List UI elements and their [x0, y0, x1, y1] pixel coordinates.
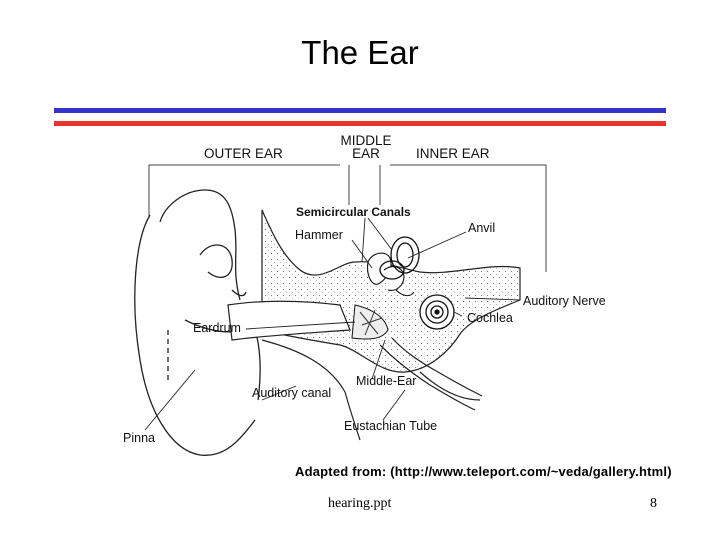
page-number: 8 — [650, 496, 657, 511]
footer-filename: hearing.ppt — [328, 496, 392, 511]
semicircular-canals-shape — [379, 236, 420, 280]
label-semicircular-canals: Semicircular Canals — [296, 205, 411, 219]
label-outer-ear: OUTER EAR — [204, 146, 283, 161]
auditory-canal-shape — [227, 300, 351, 341]
label-anvil: Anvil — [468, 221, 495, 235]
cochlea-shape — [419, 294, 455, 330]
title-rule-red — [54, 121, 666, 126]
label-inner-ear: INNER EAR — [416, 146, 490, 161]
label-cochlea: Cochlea — [467, 311, 513, 325]
label-auditory-canal: Auditory canal — [252, 386, 331, 400]
title-rule-blue — [54, 108, 666, 113]
source-caption: Adapted from: (http://www.teleport.com/~… — [295, 464, 672, 479]
slide-title: The Ear — [301, 34, 419, 71]
label-eardrum: Eardrum — [193, 321, 241, 335]
label-middle-ear: Middle-Ear — [356, 374, 416, 388]
label-eustachian-tube: Eustachian Tube — [344, 419, 437, 433]
section-brackets — [148, 164, 547, 272]
label-middle-ear-line2: EAR — [352, 146, 380, 161]
leader-lines — [144, 217, 521, 431]
eustachian-tube-shape — [379, 337, 483, 411]
label-middle-ear-line1: MIDDLE — [340, 133, 391, 148]
eardrum-shape — [351, 304, 389, 340]
label-pinna: Pinna — [123, 431, 155, 445]
label-auditory-nerve: Auditory Nerve — [523, 294, 606, 308]
label-hammer: Hammer — [295, 228, 343, 242]
